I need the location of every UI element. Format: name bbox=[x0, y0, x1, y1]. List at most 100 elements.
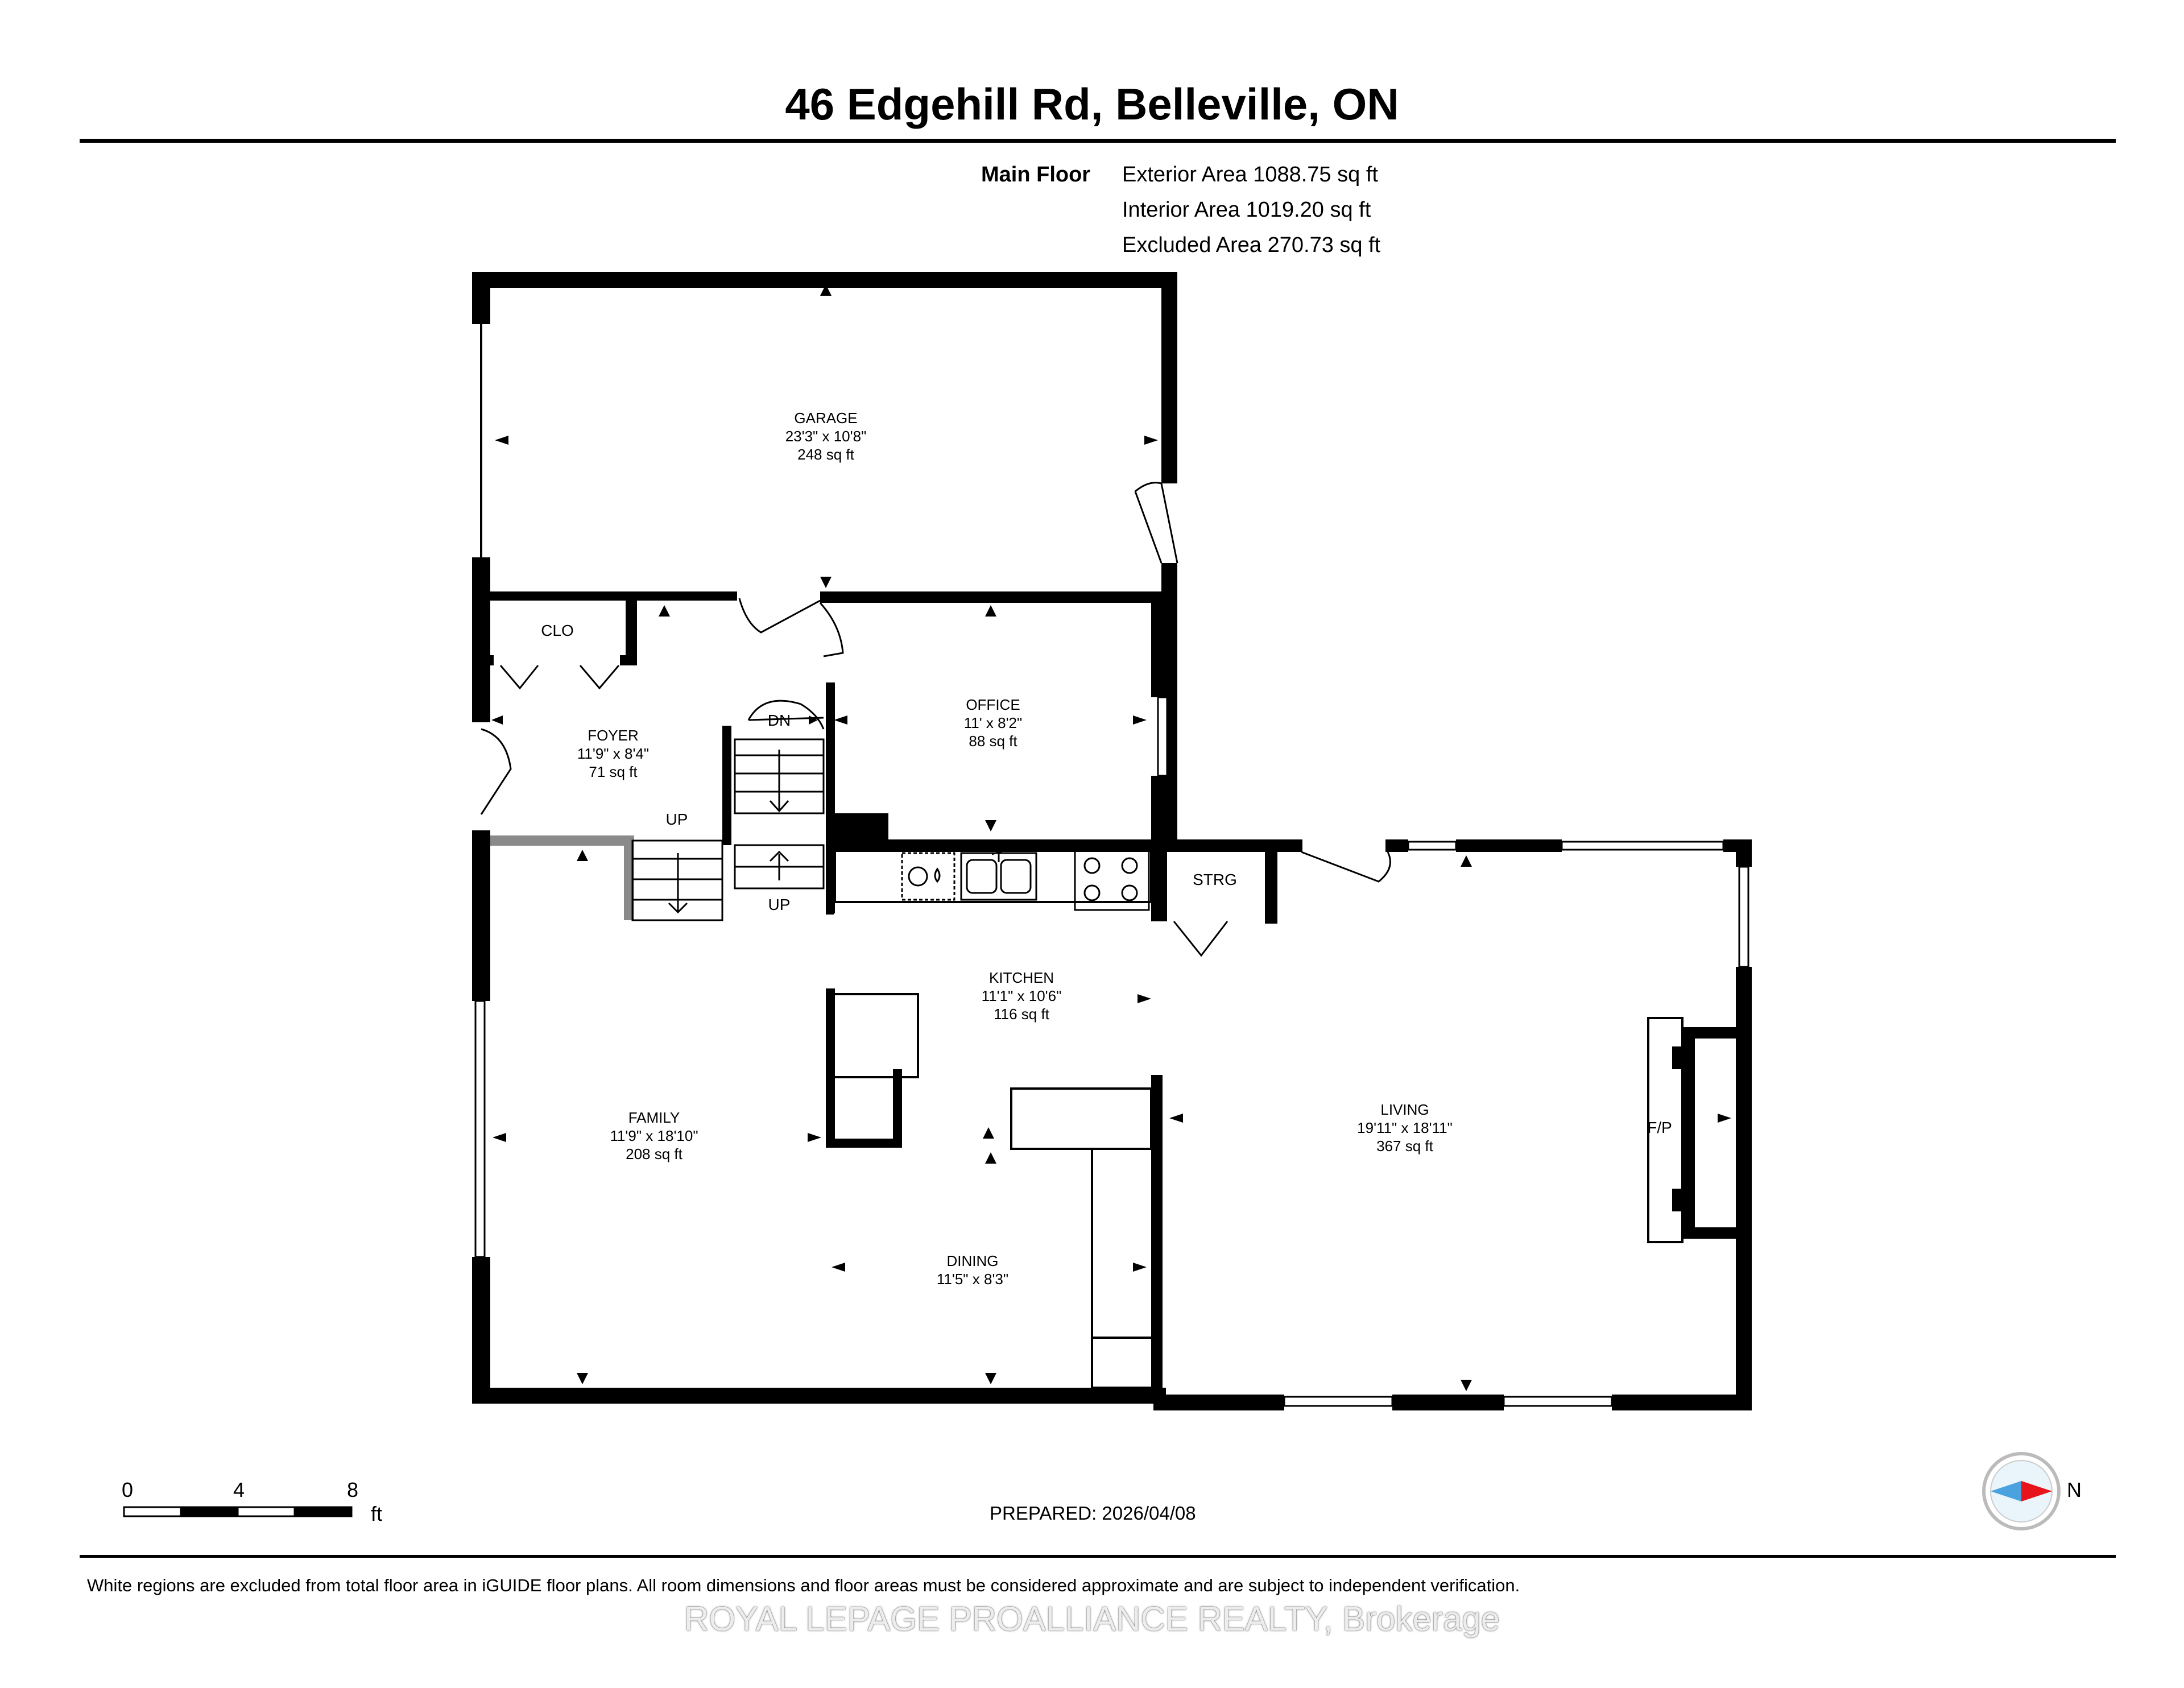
excluded-area: Excluded Area 270.73 sq ft bbox=[1122, 233, 1381, 257]
wall-dining-right bbox=[1151, 1075, 1163, 1399]
wall-garage-right-upper bbox=[1161, 272, 1177, 483]
room-labels: GARAGE 23'3" x 10'8" 248 sq ft OFFICE 11… bbox=[541, 409, 1672, 1288]
marker-icon bbox=[985, 820, 996, 831]
window-living-top-b bbox=[1561, 841, 1724, 851]
interior-area: Interior Area 1019.20 sq ft bbox=[1122, 198, 1371, 222]
page-title: 46 Edgehill Rd, Belleville, ON bbox=[785, 79, 1399, 129]
clo-label: CLO bbox=[541, 622, 574, 639]
wall-pantry-right bbox=[893, 1069, 902, 1148]
wall-garage-bottom-left bbox=[482, 591, 737, 601]
burner-icon bbox=[1121, 884, 1138, 901]
marker-icon bbox=[577, 1373, 588, 1384]
scale-segment bbox=[237, 1506, 296, 1517]
view-markers bbox=[491, 284, 1731, 1391]
wall-pantry-bottom bbox=[826, 1139, 900, 1148]
wall-stub bbox=[826, 910, 834, 915]
family-area: 208 sq ft bbox=[626, 1145, 683, 1162]
peninsula bbox=[1091, 1149, 1151, 1389]
marker-icon bbox=[1461, 855, 1472, 867]
door-leaf bbox=[1134, 491, 1163, 564]
closet-bifold-left bbox=[499, 665, 539, 690]
up-foyer-label: UP bbox=[666, 810, 688, 828]
scale-segment bbox=[293, 1506, 353, 1517]
wall-bottom-mid bbox=[1153, 1395, 1284, 1410]
compass-icon: N bbox=[1982, 1452, 2082, 1530]
garage-dims: 23'3" x 10'8" bbox=[785, 428, 867, 445]
scale-segment bbox=[180, 1506, 239, 1517]
stairs bbox=[631, 738, 825, 921]
marker-icon bbox=[834, 715, 847, 725]
floor-name: Main Floor bbox=[981, 163, 1091, 187]
exterior-area: Exterior Area 1088.75 sq ft bbox=[1122, 163, 1378, 187]
disclaimer: White regions are excluded from total fl… bbox=[87, 1575, 1520, 1595]
faucet-icon bbox=[991, 849, 1007, 862]
wall-living-top-a bbox=[1385, 839, 1408, 852]
fp-label: F/P bbox=[1647, 1119, 1672, 1136]
marker-icon bbox=[820, 284, 832, 296]
fridge bbox=[829, 993, 919, 1078]
scale-tick-0: 0 bbox=[122, 1478, 133, 1501]
family-name: FAMILY bbox=[628, 1109, 680, 1126]
door-front bbox=[480, 728, 512, 815]
garage-name: GARAGE bbox=[794, 409, 857, 427]
kitchen-dims: 11'1" x 10'6" bbox=[982, 987, 1062, 1004]
wall-closet-end bbox=[620, 655, 637, 665]
dishwasher bbox=[901, 852, 956, 901]
wall-fp-stub-bottom bbox=[1672, 1189, 1684, 1211]
marker-icon bbox=[493, 1133, 506, 1142]
wall-strg-top bbox=[1151, 839, 1301, 851]
marker-icon bbox=[985, 1152, 996, 1164]
footer-divider bbox=[80, 1555, 2116, 1558]
up-stair-label: UP bbox=[768, 896, 791, 913]
wall-living-right bbox=[1736, 967, 1752, 1410]
wall-fp-bottom bbox=[1682, 1227, 1752, 1239]
compass-north-needle bbox=[2021, 1481, 2052, 1501]
living-name: LIVING bbox=[1380, 1101, 1429, 1118]
wall-fp-top bbox=[1682, 1027, 1752, 1039]
scale-tick-8: 8 bbox=[347, 1478, 358, 1501]
marker-icon bbox=[1461, 1380, 1472, 1391]
marker-icon bbox=[985, 605, 996, 617]
brokerage-watermark: ROYAL LEPAGE PROALLIANCE REALTY, Brokera… bbox=[684, 1600, 1500, 1638]
marker-icon bbox=[1718, 1114, 1731, 1123]
wall-garage-bottom-right bbox=[820, 591, 1177, 603]
wall-fp-left bbox=[1682, 1027, 1695, 1239]
kitchen-name: KITCHEN bbox=[989, 969, 1054, 986]
marker-icon bbox=[820, 577, 832, 588]
marker-icon bbox=[659, 605, 670, 617]
marker-icon bbox=[577, 850, 588, 861]
burner-icon bbox=[1083, 884, 1101, 901]
burner-icon bbox=[1083, 857, 1101, 874]
wall-strg-right bbox=[1265, 839, 1277, 924]
window-living-right bbox=[1738, 866, 1749, 968]
stairs-foyer bbox=[631, 839, 723, 921]
foyer-name: FOYER bbox=[588, 727, 639, 744]
window-living-bottom-a bbox=[1283, 1396, 1393, 1407]
scale-tick-4: 4 bbox=[233, 1478, 245, 1501]
strg-bifold bbox=[1173, 921, 1228, 957]
wall-living-right-top bbox=[1736, 839, 1752, 867]
door-swings bbox=[480, 482, 1391, 957]
marker-icon bbox=[495, 436, 508, 445]
stairs-down bbox=[734, 738, 825, 814]
area-lines: Exterior Area 1088.75 sq ft Interior Are… bbox=[1122, 157, 1380, 263]
wall-foyer-left-upper bbox=[472, 557, 490, 722]
kitchen-area: 116 sq ft bbox=[994, 1006, 1050, 1023]
door-living-exterior bbox=[1301, 851, 1391, 883]
marker-icon bbox=[985, 1373, 996, 1384]
marker-icon bbox=[1133, 1263, 1147, 1272]
window-living-bottom-b bbox=[1503, 1396, 1613, 1407]
wall-family-left-upper bbox=[472, 830, 490, 1001]
stair-rail bbox=[490, 835, 634, 920]
dining-dims: 11'5" x 8'3" bbox=[937, 1271, 1008, 1288]
door-arc bbox=[1135, 482, 1162, 493]
family-dims: 11'9" x 18'10" bbox=[610, 1127, 698, 1144]
compass-south-needle bbox=[1991, 1481, 2021, 1501]
appliances bbox=[901, 850, 1150, 911]
office-dims: 11' x 8'2" bbox=[964, 714, 1023, 731]
scale-bar: 0 4 8 ft bbox=[122, 1478, 382, 1525]
compass-label: N bbox=[2067, 1478, 2082, 1501]
window-office bbox=[1157, 696, 1168, 777]
counter-top bbox=[834, 850, 1152, 903]
